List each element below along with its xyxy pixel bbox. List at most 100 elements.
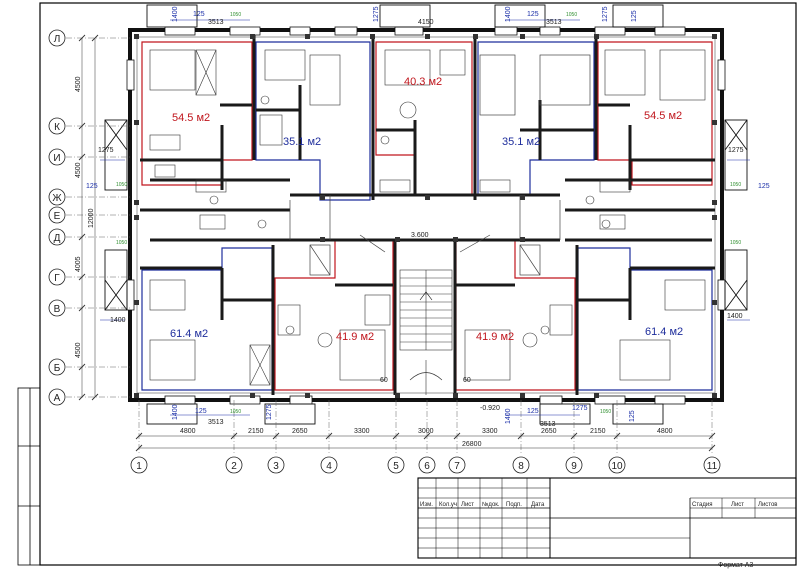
apartment-area-a6: 61.4 м2	[170, 328, 208, 340]
apartment-area-a8: 41.9 м2	[476, 331, 514, 343]
dim-side-3: 1275	[728, 147, 744, 154]
dim-bottom-8: 2150	[590, 428, 606, 435]
axis-label-a: А	[54, 393, 61, 404]
dim-left-5: 4005	[75, 256, 82, 272]
axis-label-v: В	[54, 304, 61, 315]
green-mark-4: 1050	[730, 182, 741, 188]
tb-stadiya: Стадия	[692, 502, 712, 508]
tb-list: Лист	[731, 502, 744, 508]
dim-bsmall-6: 125	[527, 408, 539, 415]
green-mark-2: 1050	[566, 12, 577, 18]
stair-dim-right: 60	[463, 377, 471, 384]
apartment-outlines	[141, 41, 713, 391]
tb-header-izm: Изм.	[420, 502, 433, 508]
level-mark: -0.920	[480, 405, 500, 412]
secondary-lines	[289, 54, 591, 276]
dim-top-1: 1400	[172, 6, 179, 22]
dim-side-1: 1275	[98, 147, 114, 154]
dim-bsmall-9: 125	[629, 410, 636, 422]
dim-left-2: 4500	[75, 162, 82, 178]
dim-top-7: 125	[527, 11, 539, 18]
dim-top-8: 3513	[546, 19, 562, 26]
stair-level: 3.600	[411, 232, 429, 239]
interior-walls	[140, 35, 715, 395]
dim-bottom-9: 4800	[657, 428, 673, 435]
building: 54.5 м2 35.1 м2 40.3 м2 35.1 м2 54.5 м2 …	[104, 4, 748, 425]
dim-top-3: 3513	[208, 19, 224, 26]
apartment-area-a3: 40.3 м2	[404, 76, 442, 88]
balconies	[104, 4, 748, 425]
dim-top-4: 1275	[373, 6, 380, 22]
axis-label-d: Д	[54, 233, 61, 244]
axis-label-e: Е	[54, 211, 61, 222]
dim-bottom-7: 2650	[541, 428, 557, 435]
dim-bsmall-7: 3513	[540, 421, 556, 428]
apartment-area-a7: 41.9 м2	[336, 331, 374, 343]
dim-side-4: 125	[758, 183, 770, 190]
dim-bsmall-4: 1275	[266, 404, 273, 420]
green-mark-1: 1050	[230, 12, 241, 18]
axis-label-1: 1	[136, 461, 142, 472]
axis-label-4: 4	[326, 461, 332, 472]
axis-grid: Л К И Ж Е Д Г В Б А 1 2 3 4 5 6 7 8	[48, 29, 721, 474]
tb-listov: Листов	[758, 502, 778, 508]
axis-label-zh: Ж	[52, 193, 62, 204]
furniture	[149, 49, 706, 386]
title-block	[417, 477, 797, 559]
dim-top-5: 4150	[418, 19, 434, 26]
tb-header-list: Лист	[461, 502, 474, 508]
green-mark-8: 1050	[600, 409, 611, 415]
dim-bsmall-8: 1275	[572, 405, 588, 412]
dim-bsmall-3: 3513	[208, 419, 224, 426]
axis-label-8: 8	[518, 461, 524, 472]
axis-label-l: Л	[54, 34, 61, 45]
axis-label-3: 3	[273, 461, 279, 472]
dim-bottom-3: 2650	[292, 428, 308, 435]
dim-side-6: 1400	[727, 313, 743, 320]
axis-label-i: И	[53, 153, 60, 164]
windows	[126, 26, 726, 405]
dim-bottom-6: 3300	[482, 428, 498, 435]
tb-header-kol: Кол.уч	[439, 502, 457, 508]
stair-dim-left: 60	[380, 377, 388, 384]
axis-label-5: 5	[393, 461, 399, 472]
dim-bsmall-2: 125	[195, 408, 207, 415]
axis-label-k: К	[54, 122, 60, 133]
dim-bottom-1: 4800	[180, 428, 196, 435]
green-mark-7: 1050	[230, 409, 241, 415]
axis-label-9: 9	[571, 461, 577, 472]
dim-bottom-4: 3300	[354, 428, 370, 435]
sheet-frame	[39, 2, 797, 566]
apartment-area-a2: 35.1 м2	[283, 136, 321, 148]
dim-left-4: 12000	[88, 208, 95, 228]
format-label: Формат А3	[718, 562, 753, 569]
tb-header-data: Дата	[531, 502, 545, 508]
axis-label-10: 10	[611, 461, 623, 472]
dim-bottom-5: 3000	[418, 428, 434, 435]
dim-top-10: 125	[631, 10, 638, 22]
dimension-lines	[78, 19, 750, 452]
dim-left-1: 4500	[75, 76, 82, 92]
green-mark-5: 1050	[116, 240, 127, 246]
axis-label-6: 6	[424, 461, 430, 472]
tb-header-ndok: №док.	[482, 501, 500, 508]
dim-top-9: 1275	[602, 6, 609, 22]
dim-bsmall-5: 1400	[505, 408, 512, 424]
axis-label-g: Г	[54, 273, 60, 284]
axis-label-11: 11	[707, 461, 718, 472]
apartment-area-a5: 54.5 м2	[644, 110, 682, 122]
apartment-area-a9: 61.4 м2	[645, 326, 683, 338]
tb-header-podp: Подп.	[506, 502, 522, 508]
axis-label-b: Б	[54, 363, 61, 374]
dim-left-6: 4500	[75, 342, 82, 358]
apartment-area-a1: 54.5 м2	[172, 112, 210, 124]
binding-strip	[17, 387, 41, 566]
green-mark-6: 1050	[730, 240, 741, 246]
axis-label-2: 2	[231, 461, 237, 472]
column-markers	[134, 34, 717, 398]
dim-bottom-2: 2150	[248, 428, 264, 435]
dim-bsmall-1: 1400	[172, 404, 179, 420]
apartment-area-a4: 35.1 м2	[502, 136, 540, 148]
dim-total: 26800	[462, 441, 482, 448]
